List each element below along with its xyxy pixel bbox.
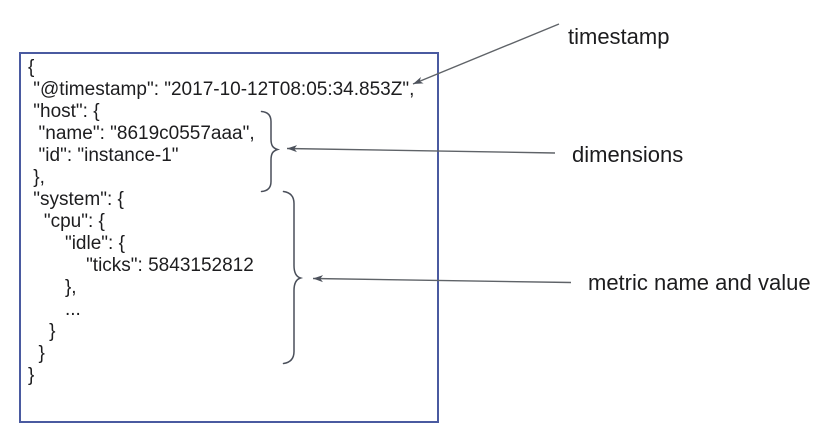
timestamp-label: timestamp bbox=[568, 24, 670, 49]
json-code: { "@timestamp": "2017-10-12T08:05:34.853… bbox=[28, 57, 415, 386]
metric-document-box: { "@timestamp": "2017-10-12T08:05:34.853… bbox=[19, 52, 439, 423]
dimensions-label: dimensions bbox=[572, 142, 684, 167]
metric-name-and-value-label: metric name and value bbox=[588, 270, 811, 295]
